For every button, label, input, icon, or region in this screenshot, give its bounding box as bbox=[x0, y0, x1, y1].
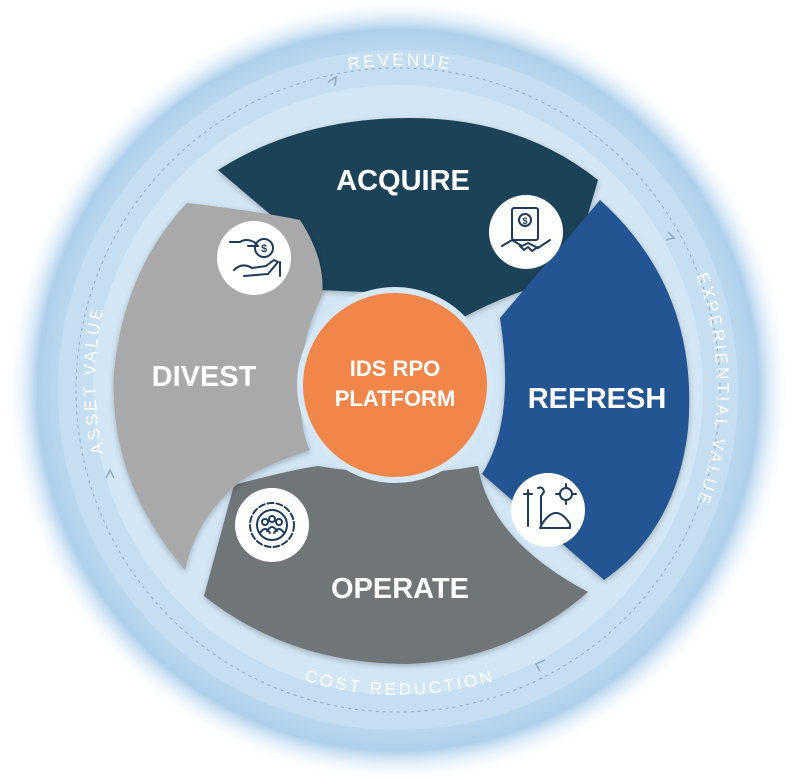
ring-arrow-top-right bbox=[665, 231, 676, 241]
ring-label-revenue: REVENUE bbox=[346, 50, 453, 73]
segment-divest[interactable] bbox=[113, 203, 323, 570]
handshake-contract-icon: $ bbox=[489, 195, 563, 269]
core-circle bbox=[297, 287, 493, 483]
svg-text:$: $ bbox=[522, 216, 527, 226]
team-gear-icon bbox=[235, 488, 309, 562]
ring-arrow-bottom-right bbox=[534, 659, 546, 672]
core-label-line2: PLATFORM bbox=[335, 386, 456, 411]
core-label-line1: IDS RPO bbox=[350, 356, 440, 381]
label-operate: OPERATE bbox=[331, 573, 469, 605]
label-divest: DIVEST bbox=[152, 361, 257, 393]
tools-hardhat-gear-icon bbox=[511, 473, 585, 547]
label-refresh: REFRESH bbox=[528, 383, 667, 415]
svg-text:$: $ bbox=[261, 243, 267, 255]
label-acquire: ACQUIRE bbox=[336, 165, 470, 197]
ring-arrow-left bbox=[105, 468, 115, 479]
ring-arrow-top-left bbox=[327, 75, 337, 87]
dashed-guide-circle bbox=[75, 67, 721, 713]
money-hands-icon: $ bbox=[217, 221, 291, 295]
